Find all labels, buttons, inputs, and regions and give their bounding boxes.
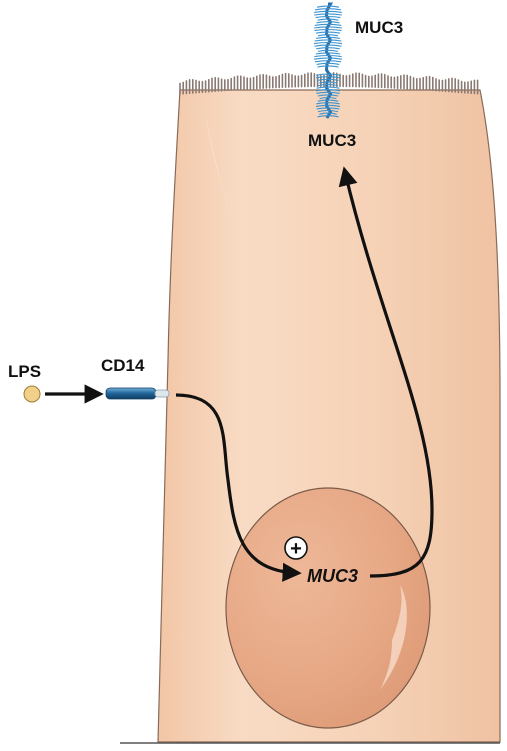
muc3-glycan-bristles	[313, 5, 343, 118]
nucleus-highlight	[380, 585, 407, 690]
signal-arrow-to-gene	[175, 393, 302, 582]
cd14-anchor	[154, 389, 170, 398]
muc3-top-label: MUC3	[355, 18, 403, 37]
microvilli-strokes	[179, 72, 479, 95]
secretion-arrow-to-membrane	[338, 166, 434, 578]
muc3-gene-label: MUC3	[307, 566, 358, 586]
cd14-label: CD14	[101, 356, 145, 375]
cd14-receptor	[105, 387, 157, 400]
lps-particle	[23, 385, 41, 403]
nucleus	[225, 487, 431, 729]
muc3-mucin-molecule	[313, 2, 343, 119]
upregulation-plus-icon	[284, 536, 308, 560]
lps-label: LPS	[8, 362, 41, 381]
microvilli-brush-border	[179, 72, 479, 95]
muc3-membrane-label: MUC3	[308, 131, 356, 150]
plus-symbol: +	[290, 538, 302, 560]
